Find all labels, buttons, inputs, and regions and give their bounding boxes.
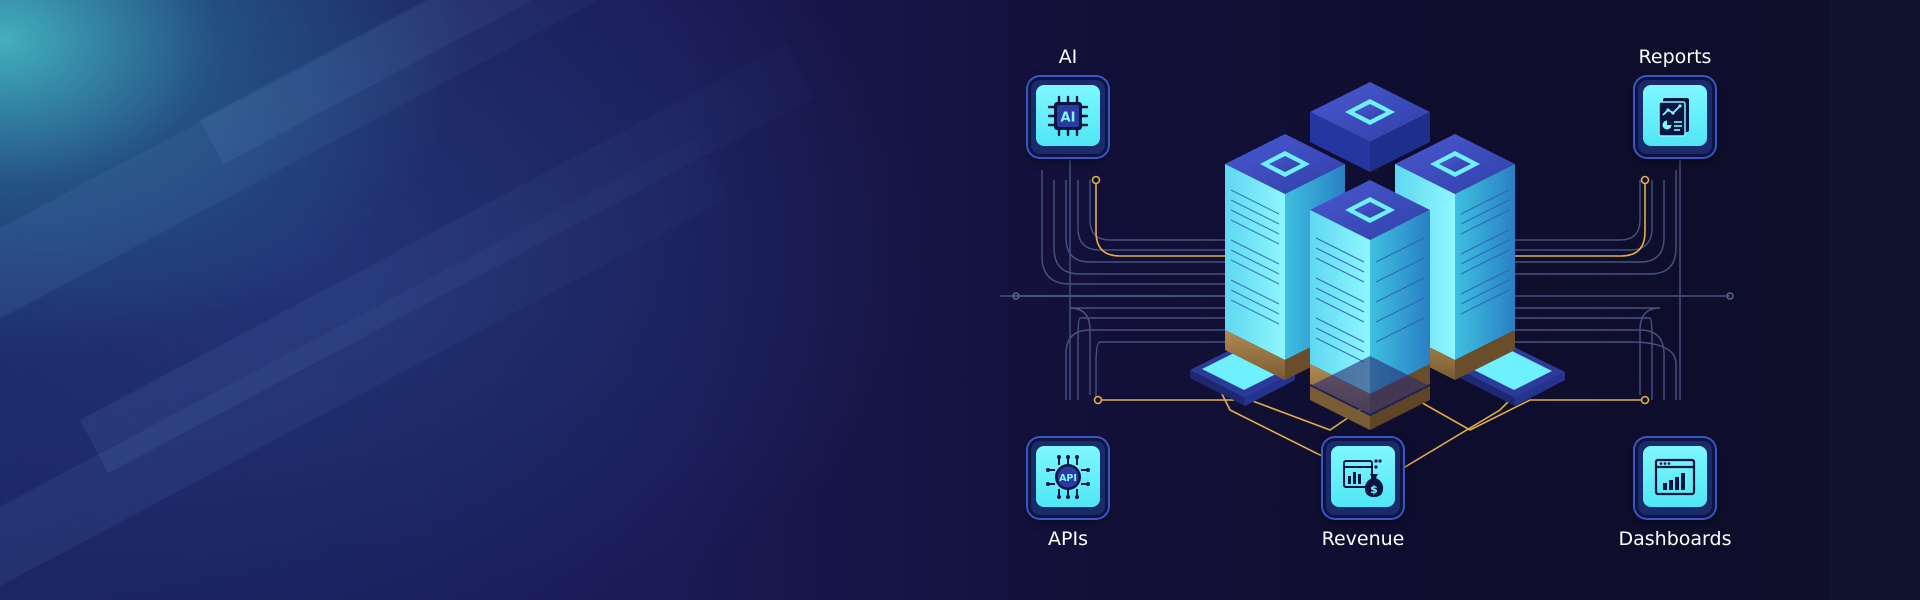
circuit-endpoints-gold — [1091, 175, 1650, 405]
left-pad — [1190, 345, 1295, 406]
server-tower-back — [1310, 82, 1430, 172]
server-base-platform — [1310, 356, 1430, 430]
node-label-dashboards: Dashboards — [1618, 528, 1732, 550]
svg-text:AI: AI — [1061, 110, 1076, 125]
api-chip-icon: API — [1046, 454, 1090, 499]
dashboard-chart-icon — [1654, 458, 1696, 495]
svg-text:$: $ — [1370, 483, 1378, 496]
node-tile-apis[interactable]: API — [1028, 438, 1108, 518]
node-label-ai: AI — [1058, 46, 1078, 68]
node-label-revenue: Revenue — [1321, 528, 1405, 550]
circuit-traces-grey — [1000, 160, 1730, 400]
node-tile-dashboards[interactable] — [1635, 438, 1715, 518]
circuit-endpoints — [1012, 292, 1734, 300]
node-tile-reports[interactable] — [1635, 77, 1715, 157]
svg-text:API: API — [1059, 473, 1077, 484]
node-label-reports: Reports — [1638, 46, 1712, 68]
right-edge-panel — [1830, 0, 1920, 600]
ai-chip-icon: AI — [1047, 95, 1089, 136]
node-tile-ai[interactable]: AI — [1028, 77, 1108, 157]
server-tower-front — [1310, 180, 1430, 414]
report-document-icon — [1658, 97, 1689, 137]
node-label-apis: APIs — [1048, 528, 1088, 550]
revenue-money-bag-icon: $ — [1343, 458, 1384, 497]
node-tile-revenue[interactable]: $ — [1323, 438, 1403, 518]
